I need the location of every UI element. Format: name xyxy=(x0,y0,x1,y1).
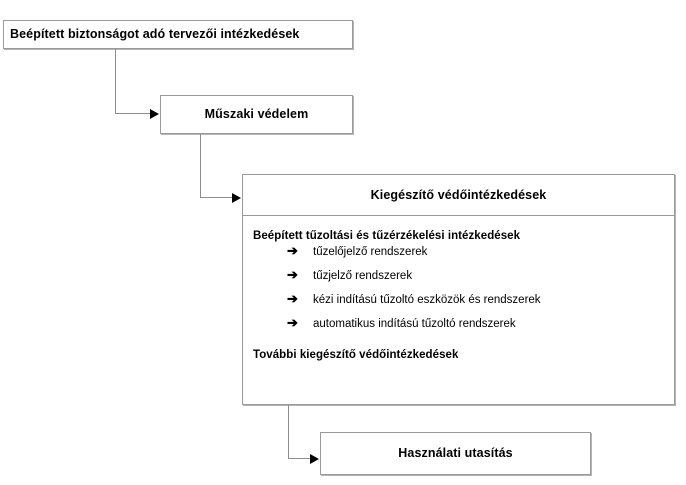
node-instructions-for-use[interactable]: Használati utasítás xyxy=(320,432,591,475)
connector-supplementary-to-manual-horizontal xyxy=(288,458,312,459)
arrow-bullet-icon: ➔ xyxy=(287,291,298,306)
list-item-label: tűzelőjelző rendszerek xyxy=(313,246,428,258)
arrowhead-icon xyxy=(232,193,241,203)
connector-technical-to-supplementary-vertical xyxy=(200,134,201,198)
arrowhead-icon xyxy=(310,454,319,464)
node-header: Kiegészítő védőintézkedések xyxy=(243,175,674,216)
list-item-label: tűzjelző rendszerek xyxy=(313,270,413,282)
arrow-bullet-icon: ➔ xyxy=(287,267,298,282)
group-heading-further-measures: További kiegészítő védőintézkedések xyxy=(253,349,459,361)
node-built-in-safety-design-measures[interactable]: Beépített biztonságot adó tervezői intéz… xyxy=(3,20,353,49)
connector-root-to-technical-horizontal xyxy=(115,113,152,114)
group-heading-fire-fighting: Beépített tűzoltási és tűzérzékelési int… xyxy=(253,230,521,242)
measures-list: ➔ tűzelőjelző rendszerek ➔ tűzjelző rend… xyxy=(253,244,664,340)
arrowhead-icon xyxy=(150,109,159,119)
node-body: Beépített tűzoltási és tűzérzékelési int… xyxy=(243,216,674,361)
list-item: ➔ tűzelőjelző rendszerek xyxy=(287,244,664,268)
list-item-label: automatikus indítású tűzoltó rendszerek xyxy=(313,318,516,330)
node-title: Használati utasítás xyxy=(398,446,513,460)
list-item: ➔ tűzjelző rendszerek xyxy=(287,268,664,292)
list-item: ➔ automatikus indítású tűzoltó rendszere… xyxy=(287,316,664,340)
node-title: Beépített biztonságot adó tervezői intéz… xyxy=(10,27,300,41)
arrow-bullet-icon: ➔ xyxy=(287,315,298,330)
node-title: Kiegészítő védőintézkedések xyxy=(370,188,547,202)
node-supplementary-protective-measures[interactable]: Kiegészítő védőintézkedések Beépített tű… xyxy=(242,174,675,405)
connector-supplementary-to-manual-vertical xyxy=(288,405,289,459)
list-item: ➔ kézi indítású tűzoltó eszközök és rend… xyxy=(287,292,664,316)
connector-root-to-technical-vertical xyxy=(115,49,116,114)
arrow-bullet-icon: ➔ xyxy=(287,243,298,258)
connector-technical-to-supplementary-horizontal xyxy=(200,197,234,198)
list-item-label: kézi indítású tűzoltó eszközök és rendsz… xyxy=(313,294,541,306)
node-technical-protection[interactable]: Műszaki védelem xyxy=(160,95,353,134)
node-title: Műszaki védelem xyxy=(204,107,309,121)
